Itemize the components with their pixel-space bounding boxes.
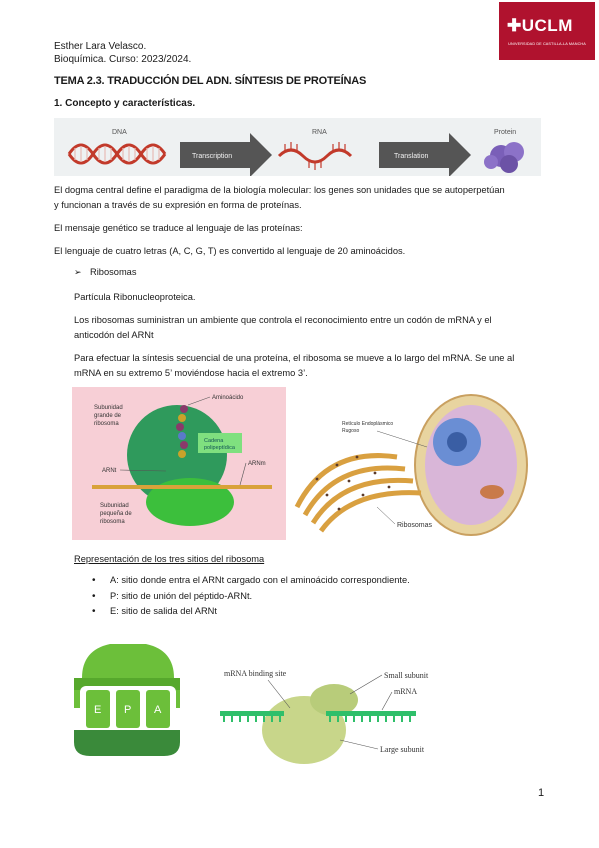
epa-sites-svg: E P A bbox=[74, 644, 180, 756]
site-p-letter: P bbox=[124, 704, 131, 716]
mrna-label: ARNm bbox=[248, 461, 266, 467]
sites-heading: Representación de los tres sitios del ri… bbox=[74, 554, 265, 564]
mrna-binding-svg: mRNA binding site Small subunit mRNA Lar… bbox=[220, 669, 429, 764]
translation-arrow bbox=[379, 133, 471, 177]
mrna-label: mRNA bbox=[394, 687, 417, 696]
section-heading: 1. Concepto y características. bbox=[54, 98, 196, 109]
paragraph-message: El mensaje genético se traduce al lengua… bbox=[54, 223, 303, 233]
site-e-letter: E bbox=[94, 704, 101, 716]
dna-helix-icon bbox=[67, 143, 167, 165]
rough-er-label-2: Rugoso bbox=[342, 428, 359, 434]
rough-er-stacks bbox=[294, 453, 422, 533]
mrna-strand-left bbox=[220, 711, 284, 716]
transcription-arrow bbox=[180, 133, 272, 177]
central-dogma-svg: DNA Transcription RNA Translation Protei bbox=[67, 129, 524, 177]
epa-sites-figure: E P A bbox=[64, 638, 192, 764]
page-title: TEMA 2.3. TRADUCCIÓN DEL ADN. SÍNTESIS D… bbox=[54, 75, 367, 87]
small-subunit-label: Small subunit bbox=[384, 671, 429, 680]
small-subunit-label-2: pequeña de bbox=[100, 511, 132, 517]
small-subunit-label-1: Subunidad bbox=[100, 503, 129, 509]
aminoacid-label: Aminoácido bbox=[212, 395, 244, 401]
course-info: Bioquímica. Curso: 2023/2024. bbox=[54, 54, 192, 65]
mrna-ticks bbox=[223, 716, 411, 722]
uclm-logo: ✚UCLM UNIVERSIDAD DE CASTILLA-LA MANCHA bbox=[499, 2, 595, 60]
protein-label: Protein bbox=[494, 129, 516, 136]
site-a-box bbox=[146, 690, 170, 728]
bullet-dot-icon: • bbox=[92, 591, 96, 602]
author-name: Esther Lara Velasco. bbox=[54, 41, 147, 52]
rna-strand-icon bbox=[277, 142, 353, 170]
translation-label: Translation bbox=[394, 153, 428, 160]
logo-subtitle: UNIVERSIDAD DE CASTILLA-LA MANCHA bbox=[508, 42, 586, 46]
logo-text: ✚UCLM bbox=[507, 16, 573, 35]
small-subunit-shape bbox=[74, 730, 180, 756]
chain-label-1: Cadena bbox=[204, 438, 224, 444]
site-e-box bbox=[86, 690, 110, 728]
mitochondrion bbox=[480, 485, 504, 499]
paragraph-ribosomes-line2: anticodón del ARNt bbox=[74, 330, 154, 340]
trna-label: ARNt bbox=[102, 468, 117, 474]
paragraph-dogma-line2: y funcionan a través de su expresión en … bbox=[54, 200, 302, 210]
ribosomes-label: Ribosomas bbox=[397, 522, 433, 529]
small-subunit-label-3: ribosoma bbox=[100, 519, 125, 525]
rough-er-label-1: Retículo Endoplásmico bbox=[342, 421, 393, 427]
large-subunit-label-3: ribosoma bbox=[94, 421, 119, 427]
cell-er-svg: Retículo Endoplásmico Rugoso Ribosomas bbox=[294, 394, 528, 536]
site-p-item: P: sitio de unión del péptido-ARNt. bbox=[110, 591, 253, 601]
nucleolus bbox=[447, 432, 467, 452]
ribosome-figure: Cadena polipeptídica Aminoácido Subunida… bbox=[72, 387, 286, 540]
chain-label-box bbox=[198, 433, 242, 453]
polypeptide-chain bbox=[176, 405, 188, 458]
paragraph-synthesis-line1: Para efectuar la síntesis secuencial de … bbox=[74, 353, 515, 363]
paragraph-synthesis-line2: mRNA en su extremo 5’ moviéndose hacia e… bbox=[74, 368, 308, 378]
paragraph-particle: Partícula Ribonucleoproteica. bbox=[74, 292, 196, 302]
large-subunit-label-2: grande de bbox=[94, 413, 122, 419]
site-e-item: E: sitio de salida del ARNt bbox=[110, 606, 217, 616]
protein-icon bbox=[484, 142, 524, 173]
page-number: 1 bbox=[538, 787, 545, 799]
site-a-item: A: sitio donde entra el ARNt cargado con… bbox=[110, 575, 410, 585]
paragraph-language: El lenguaje de cuatro letras (A, C, G, T… bbox=[54, 246, 406, 256]
central-dogma-figure: DNA Transcription RNA Translation Protei bbox=[54, 118, 541, 177]
small-subunit-shape bbox=[146, 478, 234, 526]
arrow-bullet-icon: ➢ bbox=[74, 267, 82, 277]
mrna-binding-label: mRNA binding site bbox=[224, 669, 287, 678]
transcription-label: Transcription bbox=[192, 153, 232, 160]
rna-label: RNA bbox=[312, 129, 327, 136]
bullet-ribosomas: Ribosomas bbox=[90, 267, 137, 277]
paragraph-ribosomes-line1: Los ribosomas suministran un ambiente qu… bbox=[74, 315, 492, 325]
paragraph-dogma-line1: El dogma central define el paradigma de … bbox=[54, 185, 505, 195]
small-subunit-shape bbox=[310, 684, 358, 716]
mrna-strand-right bbox=[326, 711, 416, 716]
bullet-dot-icon: • bbox=[92, 575, 96, 586]
bullet-dot-icon: • bbox=[92, 606, 96, 617]
ribosome-dots bbox=[315, 455, 391, 511]
site-a-letter: A bbox=[154, 704, 162, 716]
large-subunit-label-1: Subunidad bbox=[94, 405, 123, 411]
dna-label: DNA bbox=[112, 129, 127, 136]
cross-icon: ✚ bbox=[507, 16, 522, 35]
mrna-binding-figure: mRNA binding site Small subunit mRNA Lar… bbox=[214, 660, 464, 775]
large-subunit-label: Large subunit bbox=[380, 745, 425, 754]
chain-label-2: polipeptídica bbox=[204, 445, 236, 451]
site-p-box bbox=[116, 690, 140, 728]
cell-er-figure: Retículo Endoplásmico Rugoso Ribosomas bbox=[287, 387, 543, 542]
ribosome-svg: Cadena polipeptídica Aminoácido Subunida… bbox=[92, 395, 272, 526]
